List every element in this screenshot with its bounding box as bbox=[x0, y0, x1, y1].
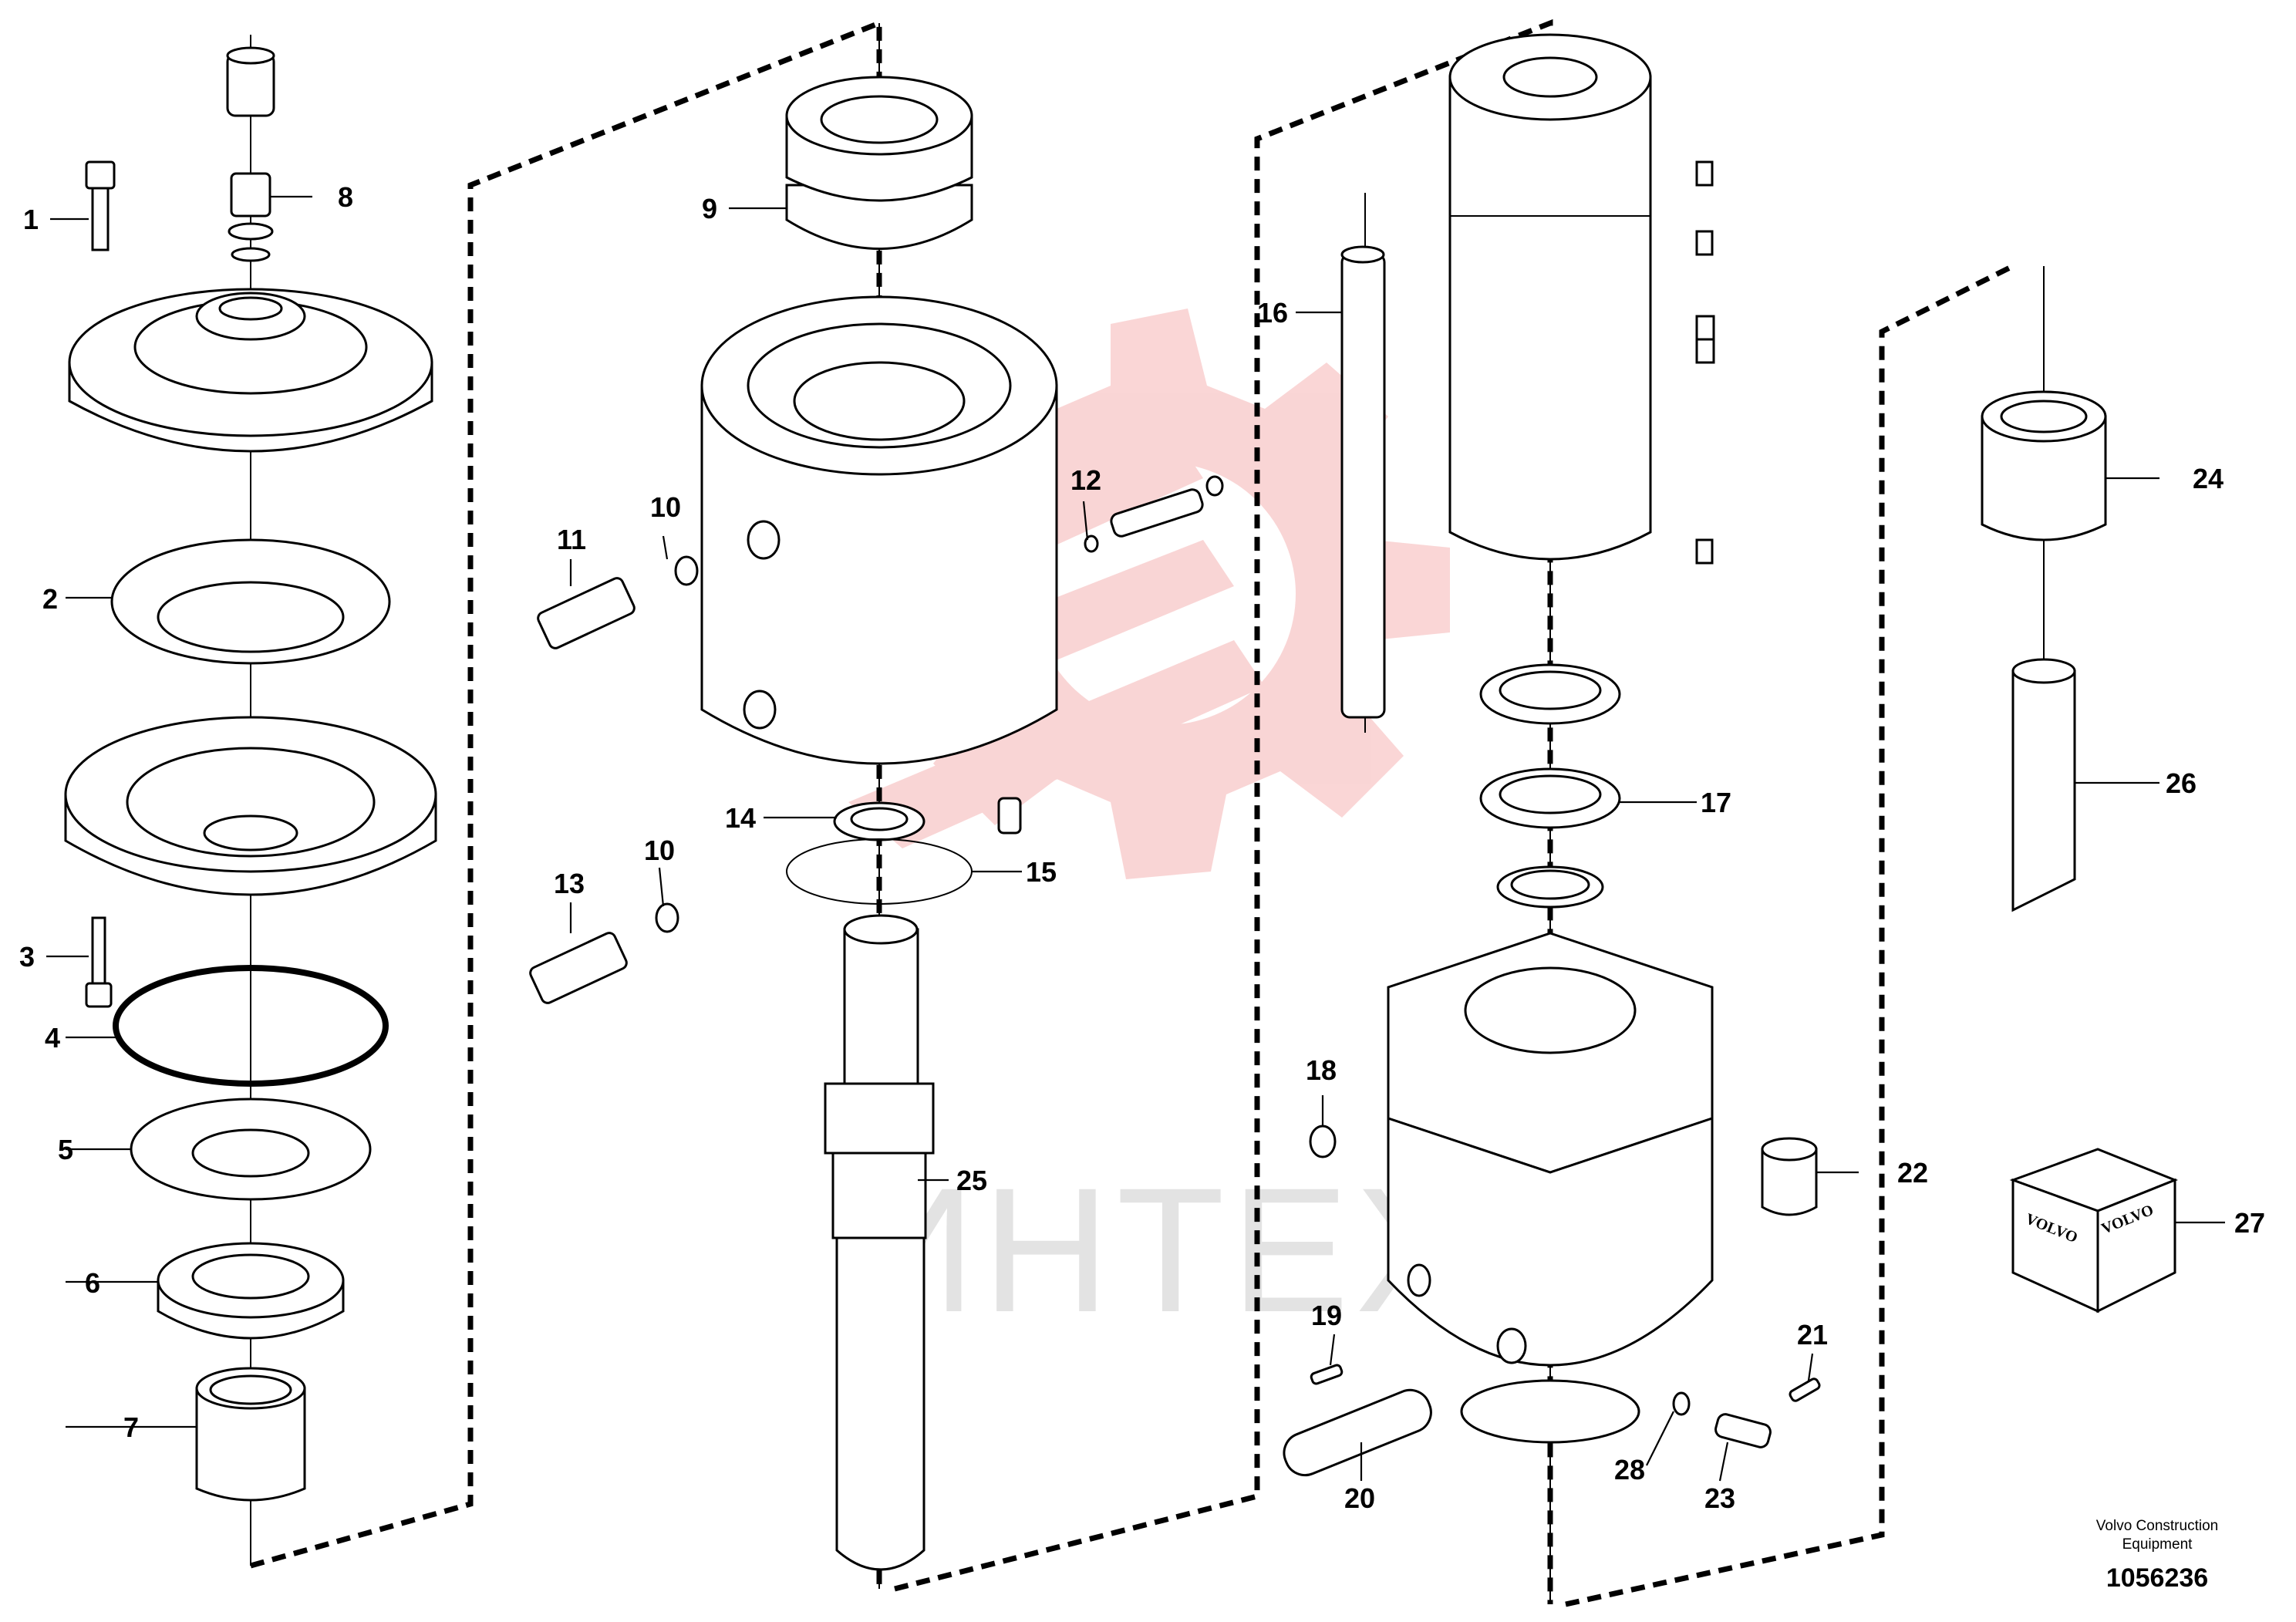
callout-10-bottom: 10 bbox=[644, 835, 675, 866]
callout-8: 8 bbox=[338, 181, 353, 213]
part-cylinder-sleeve bbox=[1448, 33, 1652, 561]
callout-23: 23 bbox=[1704, 1482, 1735, 1514]
part-2-seal-bowl bbox=[110, 538, 391, 665]
callout-9: 9 bbox=[702, 193, 717, 224]
callout-7: 7 bbox=[123, 1411, 139, 1443]
credit-line-1: Volvo Construction bbox=[2096, 1518, 2218, 1534]
callout-6: 6 bbox=[85, 1267, 100, 1299]
part-11-fitting bbox=[537, 555, 699, 649]
part-17-seal-rings bbox=[1479, 663, 1621, 909]
part-4-o-ring bbox=[113, 965, 389, 1087]
callout-16: 16 bbox=[1257, 297, 1288, 329]
callout-14: 14 bbox=[725, 802, 756, 834]
callout-11: 11 bbox=[557, 524, 586, 555]
leader-lines bbox=[46, 195, 2225, 1482]
part-20-roller bbox=[1283, 1388, 1432, 1477]
part-26-tool bbox=[2011, 658, 2076, 912]
separator-right bbox=[1565, 263, 2014, 1607]
callout-17: 17 bbox=[1701, 787, 1731, 818]
callout-21: 21 bbox=[1797, 1319, 1828, 1351]
callout-25: 25 bbox=[956, 1165, 987, 1196]
part-3-screw bbox=[85, 916, 113, 1008]
callout-4: 4 bbox=[45, 1022, 60, 1054]
part-12-pin bbox=[1084, 475, 1224, 553]
callout-28: 28 bbox=[1614, 1454, 1645, 1485]
watermark-text: ИНТЕХ bbox=[848, 1151, 1480, 1349]
part-lower-flange bbox=[64, 716, 437, 896]
callout-labels: 1 2 3 4 5 6 7 8 9 10 10 11 12 13 14 15 1… bbox=[19, 181, 2265, 1514]
part-14-ring bbox=[833, 801, 925, 841]
part-27-kit-box: VOLVO VOLVO bbox=[2009, 1148, 2179, 1313]
callout-24: 24 bbox=[2193, 463, 2224, 494]
part-cover-flange bbox=[68, 288, 433, 453]
part-5-washer bbox=[130, 1098, 372, 1201]
callout-2: 2 bbox=[42, 583, 58, 615]
part-13-fitting bbox=[529, 902, 679, 1004]
callout-20: 20 bbox=[1344, 1482, 1375, 1514]
part-8-valve bbox=[226, 46, 275, 262]
part-24-sleeve bbox=[1981, 390, 2107, 541]
part-21-pin bbox=[1789, 1378, 1821, 1402]
callout-22: 22 bbox=[1897, 1157, 1928, 1189]
callout-26: 26 bbox=[2166, 767, 2197, 799]
part-28-clip bbox=[1672, 1391, 1691, 1416]
part-6-gear-ring bbox=[157, 1242, 345, 1340]
part-23-fitting bbox=[1714, 1413, 1772, 1448]
credit-block: Volvo Construction Equipment 1056236 bbox=[2096, 1518, 2218, 1593]
part-1-bolt bbox=[85, 160, 116, 251]
document-number: 1056236 bbox=[2106, 1563, 2208, 1593]
spring-icons bbox=[1695, 160, 1715, 565]
part-plug bbox=[997, 797, 1022, 835]
callout-12: 12 bbox=[1070, 464, 1101, 496]
part-7-bushing bbox=[195, 1367, 306, 1502]
callout-13: 13 bbox=[554, 868, 585, 899]
callout-1: 1 bbox=[23, 204, 39, 235]
credit-line-2: Equipment bbox=[2122, 1536, 2193, 1553]
part-cylinder-body bbox=[700, 295, 1058, 765]
callout-3: 3 bbox=[19, 941, 35, 973]
part-22-nut bbox=[1761, 1137, 1818, 1216]
part-25-piston bbox=[824, 914, 935, 1571]
part-19-pin bbox=[1310, 1364, 1344, 1385]
callout-27: 27 bbox=[2234, 1207, 2265, 1239]
part-9-nut bbox=[785, 76, 973, 250]
callout-15: 15 bbox=[1026, 856, 1057, 888]
callout-5: 5 bbox=[58, 1134, 73, 1165]
callout-18: 18 bbox=[1306, 1054, 1337, 1086]
part-16-rod bbox=[1340, 245, 1386, 719]
callout-10-top: 10 bbox=[650, 491, 681, 523]
part-valve-block bbox=[1387, 932, 1714, 1444]
part-18-plug bbox=[1309, 1125, 1337, 1158]
callout-19: 19 bbox=[1311, 1300, 1342, 1331]
